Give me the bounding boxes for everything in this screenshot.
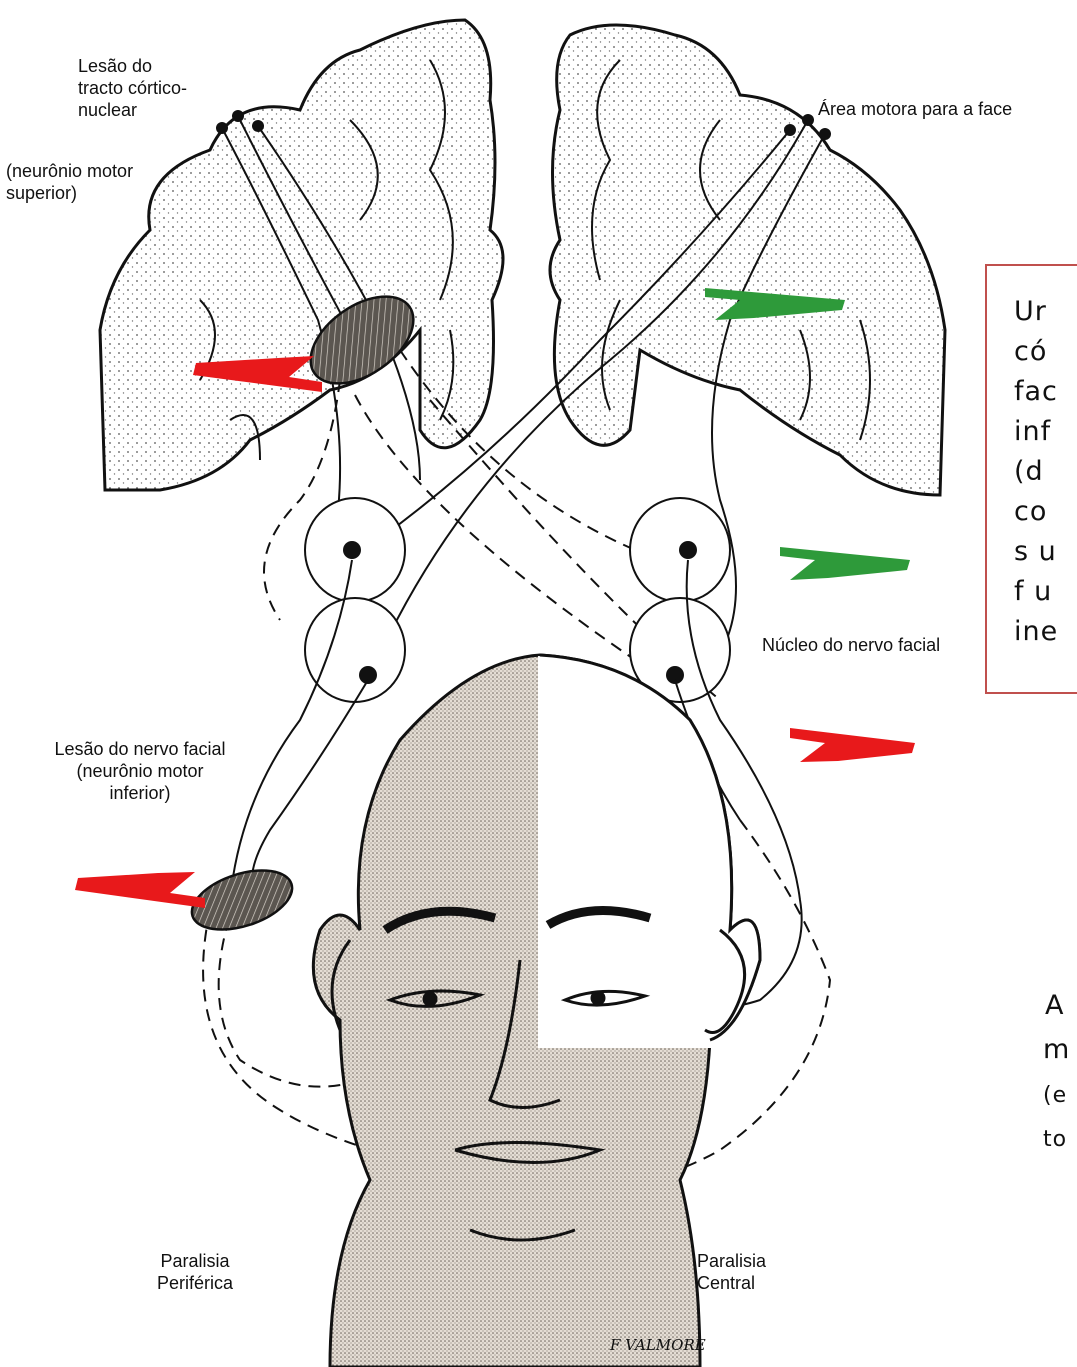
label-paralisia-periferica: Paralisia Periférica: [130, 1250, 260, 1294]
explanation-box: Ur có fac inf (d co s u f u ine: [985, 264, 1077, 694]
label-lesao-tracto: Lesão do tracto córtico- nuclear: [78, 55, 258, 121]
right-bottom-text-1: A: [1045, 986, 1064, 1026]
label-nucleo-facial: Núcleo do nervo facial: [762, 634, 940, 656]
green-arrow-lower: [780, 547, 910, 580]
explanation-text: Ur có fac inf (d co s u f u ine: [1014, 292, 1077, 652]
face-unshaded-region: [538, 656, 760, 1048]
right-bottom-text-3: (e: [1043, 1076, 1067, 1116]
label-lesao-nervo: Lesão do nervo facial (neurônio motor in…: [24, 738, 256, 804]
facial-nucleus-left: [305, 498, 405, 702]
label-neuronio-superior: (neurônio motor superior): [6, 160, 133, 204]
label-area-motora: Área motora para a face: [818, 98, 1012, 120]
artist-signature: F VALMORE: [610, 1336, 706, 1354]
right-bottom-text-4: to: [1043, 1120, 1067, 1160]
right-hemisphere: [550, 25, 945, 495]
red-arrow-face: [790, 728, 915, 762]
red-arrow-facial-nerve: [75, 872, 205, 908]
label-paralisia-central: Paralisia Central: [697, 1250, 766, 1294]
right-bottom-text-2: m: [1043, 1030, 1070, 1070]
